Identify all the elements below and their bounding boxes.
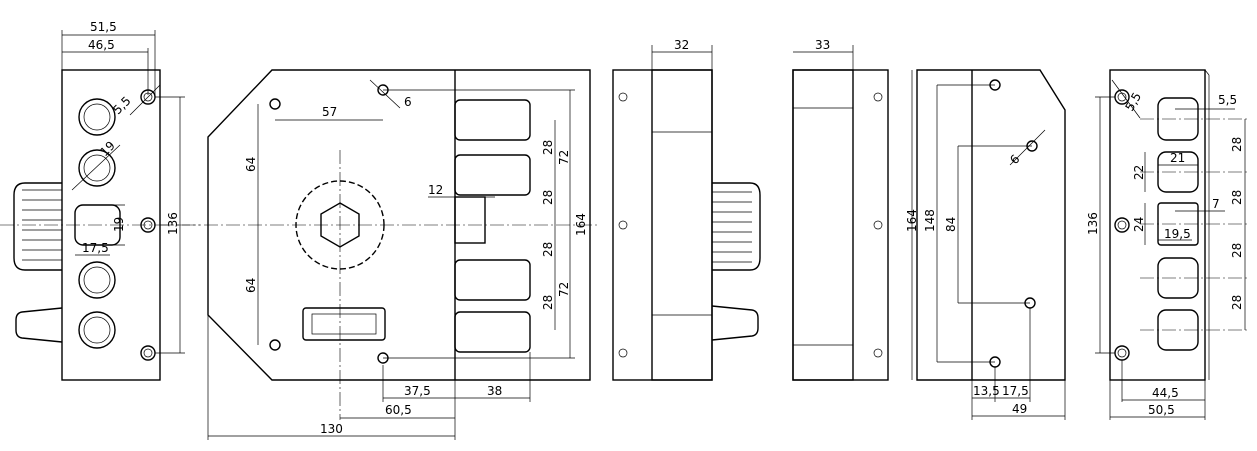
dim-label: 28 [1230, 243, 1244, 258]
dim-label: 46,5 [88, 38, 115, 52]
dim-label: 148 [923, 209, 937, 232]
dim-label: 72 [557, 282, 571, 297]
dim-label: 24 [1132, 217, 1146, 232]
dim-label: 164 [905, 209, 919, 232]
dim-label: 57 [322, 105, 337, 119]
dim-label: 6 [1007, 152, 1022, 167]
dim-label: 60,5 [385, 403, 412, 417]
dim-label: 136 [166, 212, 180, 235]
dim-label: 19 [112, 217, 126, 232]
dim-label: 5,5 [110, 94, 133, 117]
dim-label: 38 [487, 384, 502, 398]
dim-label: 28 [541, 295, 555, 310]
dim-label: 5,5 [1218, 93, 1237, 107]
dim-label: 28 [541, 242, 555, 257]
dim-label: 17,5 [82, 241, 109, 255]
dim-label: 28 [1230, 190, 1244, 205]
dim-label: 164 [574, 213, 588, 236]
dim-label: 49 [1012, 402, 1027, 416]
dim-label: 37,5 [404, 384, 431, 398]
dim-label: 72 [557, 150, 571, 165]
dim-label: 12 [428, 183, 443, 197]
dim-label: 22 [1132, 165, 1146, 180]
dim-label: 64 [244, 157, 258, 172]
dim-label: 28 [541, 140, 555, 155]
dim-label: 33 [815, 38, 830, 52]
side-view-mid2: 33 [792, 38, 889, 381]
dim-label: 21 [1170, 151, 1185, 165]
dim-label: 84 [944, 217, 958, 232]
dim-label: 6 [404, 95, 412, 109]
dim-label: 44,5 [1152, 386, 1179, 400]
dim-label: 19 [97, 138, 118, 159]
dim-label: 17,5 [1002, 384, 1029, 398]
dim-label: 5,5 [1122, 90, 1144, 114]
back-view: 164 148 84 6 13,5 17,5 49 [905, 69, 1066, 420]
dim-label: 51,5 [90, 20, 117, 34]
front-view: 57 6 64 64 12 28 28 28 28 72 72 164 37,5… [160, 69, 600, 440]
dim-label: 28 [1230, 137, 1244, 152]
side-view-left: 51,5 46,5 19 19 17,5 5,5 136 [0, 20, 200, 381]
dim-label: 32 [674, 38, 689, 52]
dim-label: 19,5 [1164, 227, 1191, 241]
dim-label: 64 [244, 278, 258, 293]
dim-label: 136 [1086, 212, 1100, 235]
bolts [454, 99, 531, 353]
dim-label: 130 [320, 422, 343, 436]
side-view-mid: 32 [612, 38, 761, 381]
dim-label: 28 [1230, 295, 1244, 310]
dim-label: 13,5 [973, 384, 1000, 398]
dim-label: 50,5 [1148, 403, 1175, 417]
faceplate-view: 5,5 5,5 21 22 24 7 19,5 28 28 28 28 136 [1086, 69, 1250, 420]
dim-label: 28 [541, 190, 555, 205]
dim-label: 7 [1212, 197, 1220, 211]
